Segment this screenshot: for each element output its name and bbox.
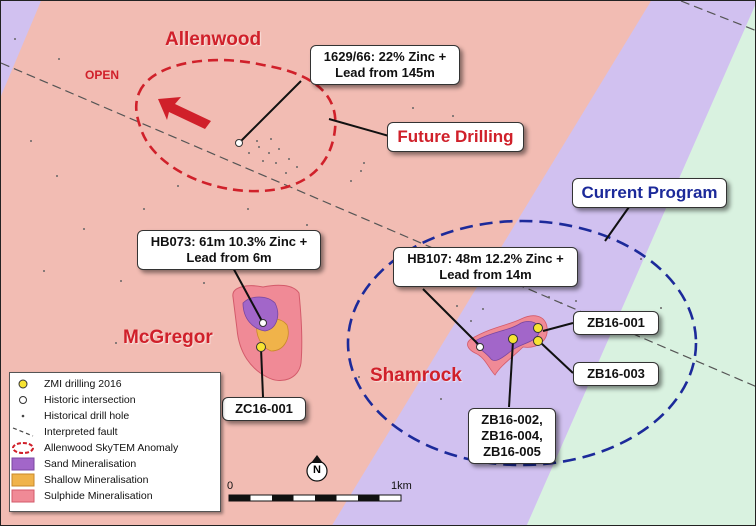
callout-zb-line1: ZB16-002, [481,412,543,427]
open-label: OPEN [85,68,120,82]
callout-current-program: Current Program [572,178,727,208]
callout-hb107-line1: HB107: 48m 12.2% Zinc + [407,251,564,266]
zmi-drill-zb16-001 [533,323,543,333]
historical-drill-hole-icon [21,414,25,418]
callout-hb073: HB073: 61m 10.3% Zinc + Lead from 6m [137,230,321,270]
historic-intersection-hb073 [259,319,267,327]
place-mcgregor: McGregor [123,327,213,348]
skytem-anomaly-outline [134,58,337,193]
zmi-drill-zb16-003 [533,336,543,346]
open-arrow [158,97,211,129]
callout-zb16-003: ZB16-003 [573,362,659,386]
scale-bar [228,494,402,502]
mcgregor-sand [242,296,279,332]
north-arrow-label: N [313,464,321,476]
zmi-drill-icon [18,379,28,389]
green-zone [526,5,755,525]
shallow-swatch-icon [11,473,35,487]
historic-intersection-1629 [235,139,243,147]
callout-future-drilling: Future Drilling [387,122,524,152]
zmi-drill-holes [256,323,543,352]
callout-hb073-line2: Lead from 6m [186,250,272,265]
historic-intersection-icon [19,396,27,404]
legend-label: Allenwood SkyTEM Anomaly [44,442,179,454]
place-shamrock: Shamrock [370,365,462,386]
north-arrow [306,455,328,482]
sand-swatch-icon [11,457,35,471]
zmi-drill-zc16-001 [256,342,266,352]
historic-intersection-hb107 [476,343,484,351]
callout-zb-line2: ZB16-004, [481,428,543,443]
callout-zb16-001: ZB16-001 [573,311,659,335]
legend-label: Sulphide Mineralisation [44,490,153,502]
legend-label: Historical drill hole [44,410,130,422]
callout-1629-line2: Lead from 145m [335,65,435,80]
sulphide-swatch-icon [11,489,35,503]
callout-zc16-001: ZC16-001 [222,397,306,421]
legend-label: Historic intersection [44,394,136,406]
callout-hb073-line1: HB073: 61m 10.3% Zinc + [150,234,308,249]
legend-label: Sand Mineralisation [44,458,137,470]
leader-lines [230,80,630,408]
sand-zone-corner [1,1,41,96]
callout-1629-66: 1629/66: 22% Zinc + Lead from 145m [310,45,460,85]
legend-label: Interpreted fault [44,426,118,438]
legend-label: ZMI drilling 2016 [44,378,122,390]
scale-end-label: 1km [391,480,412,492]
interpreted-fault-icon [12,427,34,437]
skytem-anomaly-icon [12,442,34,454]
map-legend: ZMI drilling 2016 Historic intersection … [9,372,221,512]
callout-zb16-multi: ZB16-002, ZB16-004, ZB16-005 [468,408,556,464]
callout-hb107: HB107: 48m 12.2% Zinc + Lead from 14m [393,247,578,287]
callout-1629-line1: 1629/66: 22% Zinc + [323,49,447,64]
callout-zb-line3: ZB16-005 [483,444,541,459]
legend-label: Shallow Mineralisation [44,474,149,486]
callout-hb107-line2: Lead from 14m [439,267,532,282]
current-program-outline [346,219,698,467]
zmi-drill-zb16-002 [508,334,518,344]
shamrock-sand [474,321,540,361]
place-allenwood: Allenwood [165,29,262,50]
scale-start-label: 0 [227,480,234,492]
interpreted-fault-main [1,62,755,387]
